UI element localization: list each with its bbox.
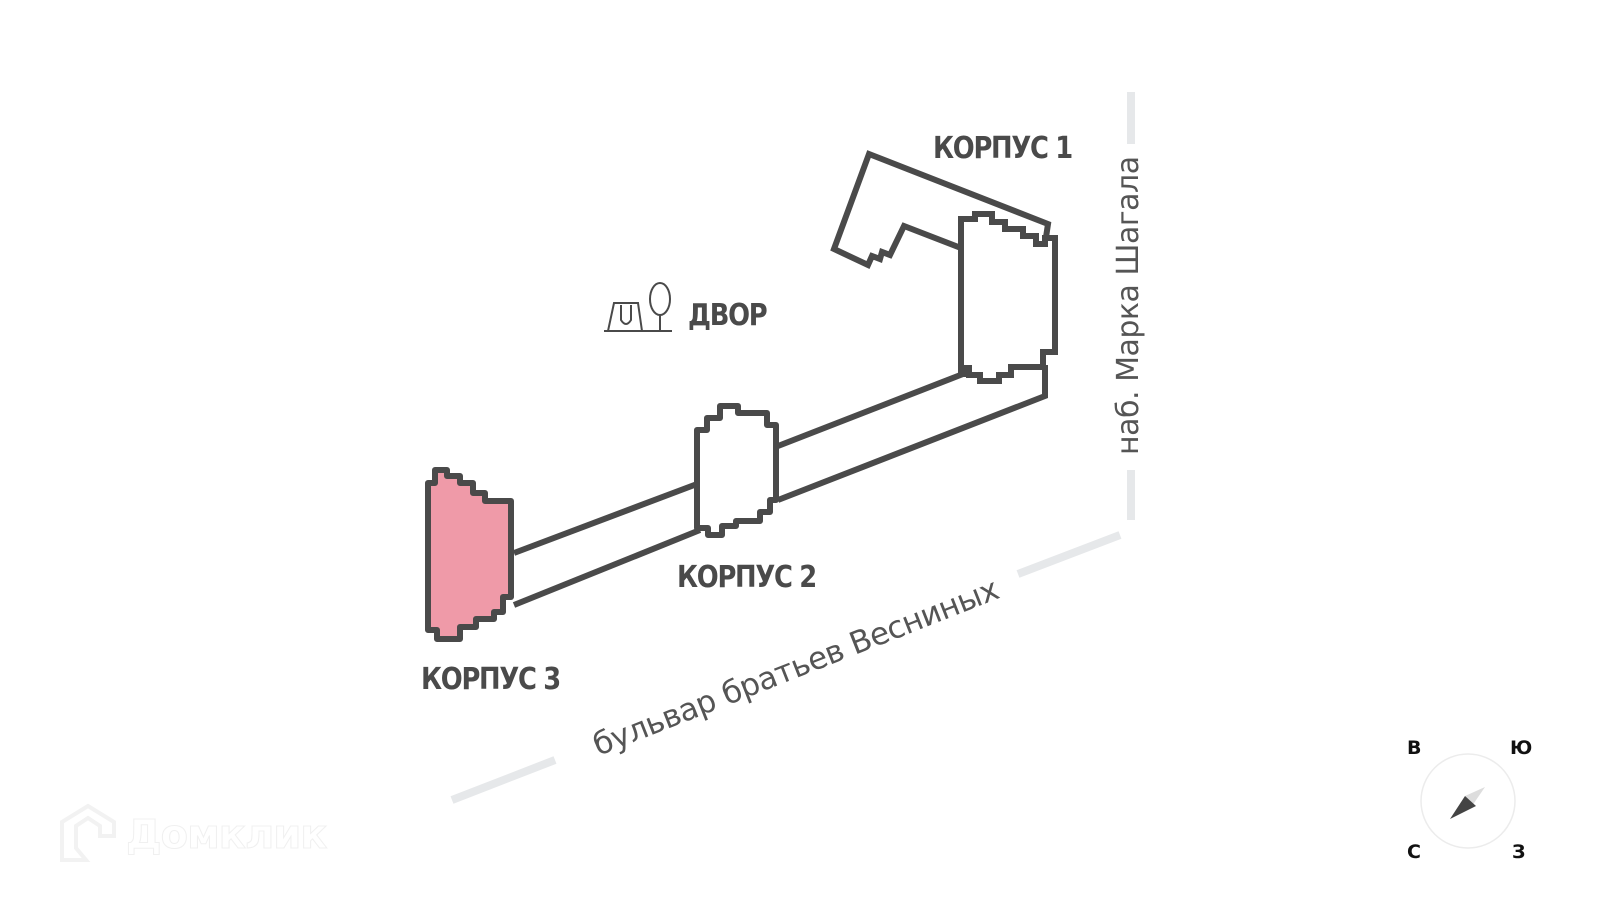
label-korpus-1[interactable]: КОРПУС 1 <box>933 131 1073 166</box>
compass-label-north: С <box>1407 841 1421 863</box>
compass <box>1420 753 1516 849</box>
wing-k2-k1 <box>776 371 965 449</box>
building-korpus-2[interactable] <box>694 403 779 538</box>
compass-needle-north <box>1450 796 1476 819</box>
watermark: Домклик <box>125 812 327 859</box>
wing-k2-k1-lower <box>776 365 1048 503</box>
label-korpus-3[interactable]: КОРПУС 3 <box>421 662 561 697</box>
playground-tree-icon <box>604 282 672 332</box>
domclick-logo-icon <box>60 803 116 862</box>
label-korpus-2[interactable]: КОРПУС 2 <box>677 560 817 595</box>
compass-label-west: З <box>1512 841 1526 863</box>
road-lines <box>450 92 1135 804</box>
wing-k3-k2 <box>512 481 699 556</box>
compass-label-south: Ю <box>1510 737 1533 759</box>
compass-label-east: В <box>1407 737 1422 759</box>
building-korpus-3[interactable] <box>425 467 514 642</box>
building-korpus-1[interactable] <box>958 211 1058 384</box>
watermark-text: Домклик <box>125 812 327 859</box>
wing-k3-k2-lower <box>512 527 702 608</box>
street-label-shagala: наб. Марка Шагала <box>1111 156 1146 455</box>
label-courtyard: ДВОР <box>688 298 768 333</box>
